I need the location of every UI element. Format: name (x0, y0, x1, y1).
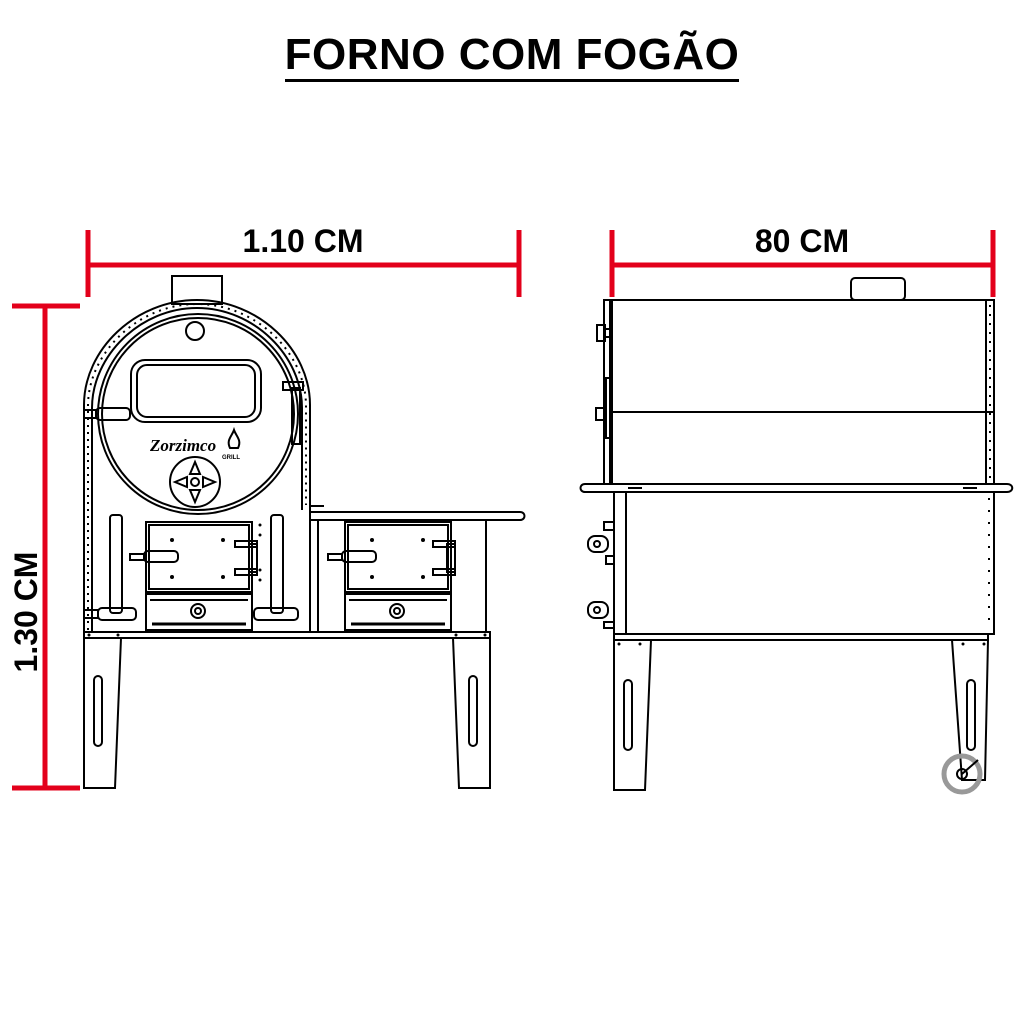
front-width-label: 1.10 CM (243, 223, 364, 259)
title-text: FORNO COM FOGÃO (284, 30, 740, 82)
front-vent-slot-right (270, 514, 284, 614)
dimension-front-width (85, 230, 522, 297)
front-oven-body (83, 298, 311, 633)
side-leg-back-slot (966, 679, 976, 751)
front-side-handle-left (83, 607, 137, 621)
front-stove-top (310, 511, 526, 521)
front-oven-inner-arch (91, 306, 303, 632)
front-ash-drawer-knob-center (194, 607, 202, 615)
front-air-vent-blades (172, 459, 218, 505)
front-firebox-door-inner (148, 524, 250, 590)
front-firebox-door (145, 521, 253, 593)
page-title: FORNO COM FOGÃO (0, 30, 1024, 82)
side-drawer-latch (587, 601, 615, 629)
front-view: Zorzimco GRILL (83, 275, 526, 789)
side-leg-front (613, 639, 653, 791)
side-wheel (941, 753, 983, 795)
brand-logo: Zorzimco (149, 436, 216, 455)
front-leg-left-slot (93, 675, 103, 747)
dimension-height (12, 303, 80, 791)
side-door-handle (595, 377, 612, 439)
front-chimney (171, 275, 223, 305)
front-side-handle-right (253, 607, 299, 621)
front-oven-window (130, 359, 262, 423)
side-stove-top (579, 483, 1014, 493)
side-width-label: 80 CM (755, 223, 849, 259)
front-stove-door-inner (347, 524, 449, 590)
front-air-vent (169, 456, 221, 508)
front-oven-door (97, 313, 299, 515)
side-lower-front-panel (613, 491, 627, 635)
front-leg-right (451, 637, 491, 789)
front-firebox-handle (129, 550, 179, 563)
front-stove-latch (432, 540, 456, 576)
front-stove-ash-drawer-knob-center (393, 607, 401, 615)
front-rivet-line (87, 302, 307, 630)
side-base-frame (613, 633, 989, 641)
side-firebox-latch (587, 521, 615, 565)
front-oven-window-inner (136, 364, 256, 418)
side-thermometer (596, 324, 612, 342)
front-leg-right-slot (468, 675, 478, 747)
front-firebox-door-bolts (170, 523, 262, 582)
brand-logo-sub: GRILL (222, 455, 240, 461)
side-leg-front-slot (623, 679, 633, 751)
front-stove-ash-drawer-knob (389, 603, 405, 619)
dimension-side-width (609, 230, 996, 297)
side-view (579, 277, 1014, 795)
side-chimney (850, 277, 906, 301)
front-stove-handle (327, 550, 377, 563)
front-vent-slot-left (109, 514, 123, 614)
side-lower-body (613, 491, 995, 635)
front-air-vent-hub (190, 477, 200, 487)
front-stove-door (344, 521, 452, 593)
front-firebox-latch (234, 540, 258, 576)
side-base-bolts (617, 642, 986, 646)
front-door-handle-left (83, 407, 131, 421)
front-door-hinge-right (282, 381, 304, 445)
height-label: 1.30 CM (8, 552, 44, 673)
front-oven-door-rim (101, 317, 295, 511)
front-base-frame (83, 631, 491, 639)
front-stove-ash-drawer (344, 593, 452, 631)
side-leg-back (950, 639, 990, 781)
front-ash-drawer (145, 593, 253, 631)
front-base-bolts (87, 633, 487, 637)
thermometer-icon (185, 321, 205, 341)
front-ash-drawer-knob (190, 603, 206, 619)
front-stove-door-bolts (370, 538, 425, 579)
front-leg-left (83, 637, 123, 789)
side-oven-body (609, 299, 995, 485)
flame-icon (227, 426, 241, 449)
